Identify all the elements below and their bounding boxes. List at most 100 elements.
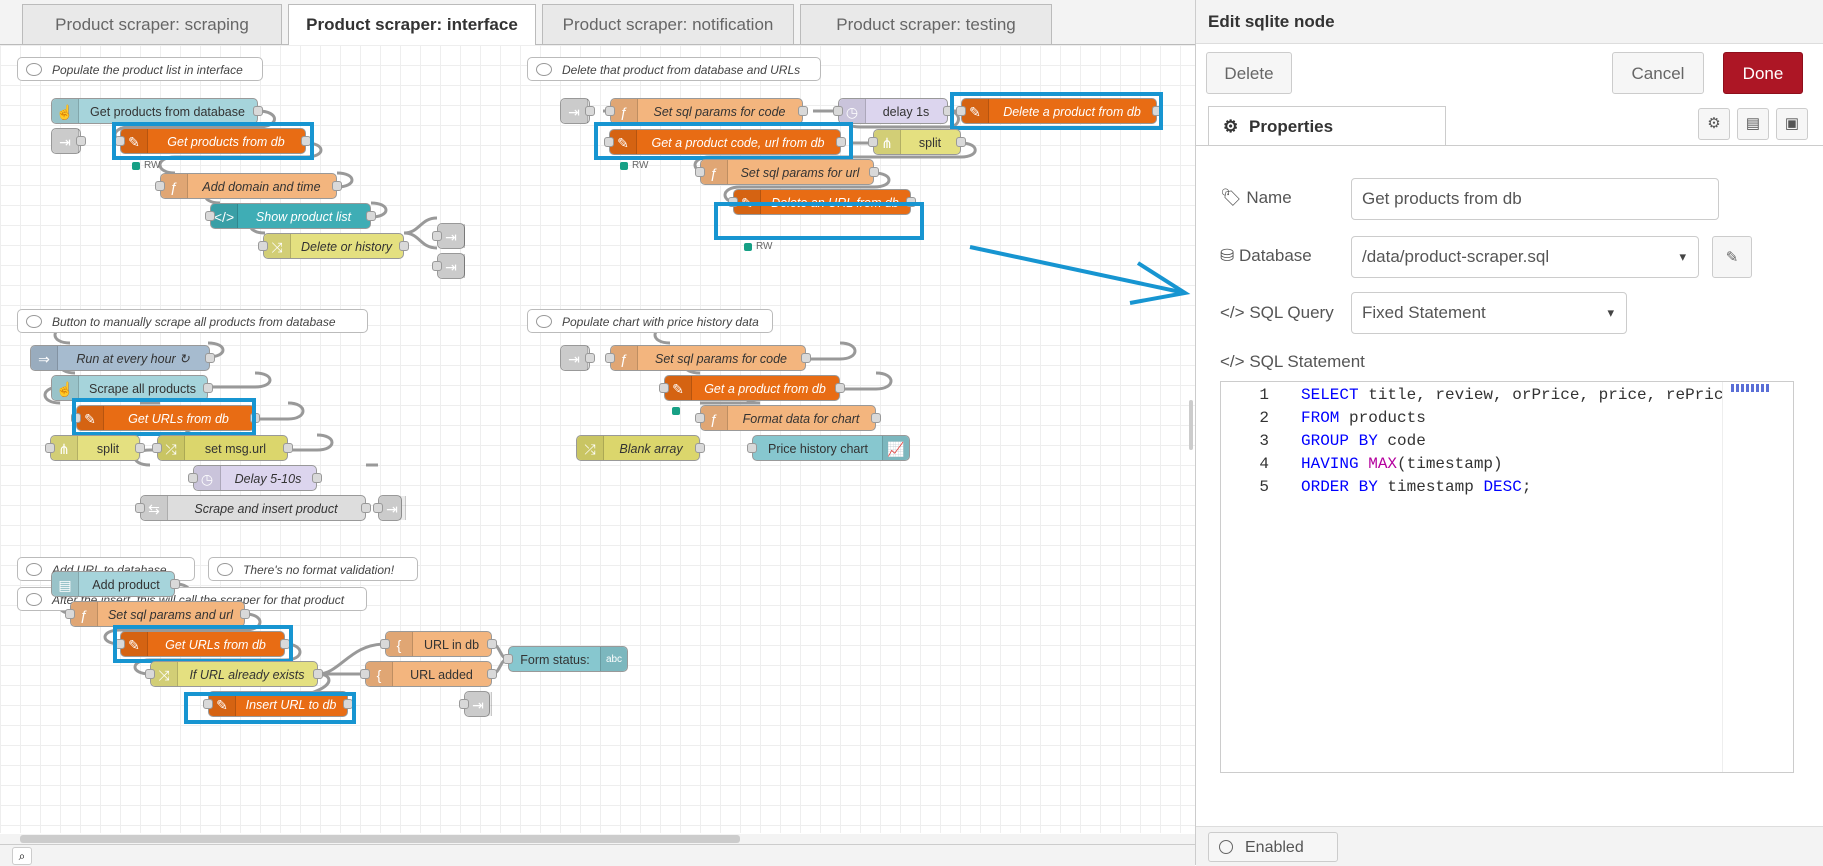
node-delete-product-from-db[interactable]: ✎Delete a product from db: [956, 98, 1162, 124]
node-label: Get products from db: [167, 135, 285, 149]
node-form-status[interactable]: Form status:abc: [503, 646, 628, 672]
sql-text: title, review, orPrice, price, rePric: [1358, 386, 1724, 404]
node-get-urls-db[interactable]: ✎Get URLs from db: [71, 405, 260, 431]
sql-editor[interactable]: 1 2 3 4 5 SELECT title, review, orPrice,…: [1220, 381, 1794, 773]
link-in-icon: ⇥: [561, 99, 588, 123]
node-delay-5-10[interactable]: ◷Delay 5-10s: [188, 465, 322, 491]
node-get-code-url[interactable]: ✎Get a product code, url from db: [604, 129, 846, 155]
form-icon: ▤: [52, 572, 79, 596]
comment-text: Populate chart with price history data: [562, 315, 759, 329]
scrollbar-thumb[interactable]: [20, 835, 740, 843]
comment-price-chart[interactable]: Populate chart with price history data: [527, 309, 773, 333]
enabled-toggle[interactable]: Enabled: [1208, 832, 1338, 862]
name-label-text: Name: [1246, 188, 1292, 207]
node-link-out-4[interactable]: ⇥: [459, 691, 492, 717]
node-price-history-chart[interactable]: Price history chart📈: [747, 435, 910, 461]
code-line: ORDER BY timestamp DESC;: [1301, 478, 1531, 496]
node-split-a[interactable]: ⋔split: [868, 129, 966, 155]
node-get-urls-db-2[interactable]: ✎Get URLs from db: [115, 631, 290, 657]
node-scrape-all[interactable]: ☝Scrape all products: [51, 375, 213, 401]
node-link-out-1[interactable]: ⇥: [432, 223, 465, 249]
edit-pencil-icon[interactable]: ✎: [1712, 236, 1752, 278]
sqlite-feather-icon: ✎: [962, 99, 989, 123]
settings-gear-icon[interactable]: ⚙: [1698, 108, 1730, 140]
editor-minimap[interactable]: [1722, 382, 1793, 772]
template-icon: </>: [211, 204, 238, 228]
node-link-in-2[interactable]: ⇥: [560, 98, 595, 124]
description-icon[interactable]: ▤: [1737, 108, 1769, 140]
appearance-icon[interactable]: ▣: [1776, 108, 1808, 140]
flow-workspace[interactable]: Populate the product list in interface ☝…: [0, 45, 1195, 833]
tray-resize-handle[interactable]: [1189, 400, 1193, 450]
done-button[interactable]: Done: [1723, 52, 1803, 94]
sql-keyword: FROM: [1301, 409, 1340, 427]
pointer-arrow: [969, 245, 1191, 305]
status-text: RW: [756, 241, 773, 252]
node-delay-1s[interactable]: ◷delay 1s: [833, 98, 953, 124]
tray-title: Edit sqlite node: [1196, 0, 1823, 44]
search-icon[interactable]: ⌕: [12, 847, 32, 865]
node-url-added[interactable]: {URL added: [360, 661, 497, 687]
node-add-product[interactable]: ▤Add product: [51, 571, 180, 597]
node-blank-array[interactable]: ⤮Blank array: [576, 435, 705, 461]
comment-no-validation[interactable]: There's no format validation!: [208, 557, 418, 581]
node-label: Set sql params and url: [107, 608, 234, 622]
node-scrape-insert[interactable]: ⇆Scrape and insert product: [135, 495, 371, 521]
tab-properties[interactable]: ⚙ Properties: [1208, 106, 1446, 146]
comment-text: Populate the product list in interface: [52, 63, 243, 77]
delete-button[interactable]: Delete: [1206, 52, 1292, 94]
comment-delete-product[interactable]: Delete that product from database and UR…: [527, 57, 821, 81]
database-select[interactable]: /data/product-scraper.sql▾: [1351, 236, 1699, 278]
tray-footer: Enabled: [1196, 826, 1823, 866]
comment-populate-list[interactable]: Populate the product list in interface: [17, 57, 263, 81]
sql-text: code: [1377, 432, 1426, 450]
node-show-product-list[interactable]: </>Show product list: [205, 203, 376, 229]
node-if-url-exists[interactable]: ⤨If URL already exists: [145, 661, 323, 687]
tab-notification[interactable]: Product scraper: notification: [542, 4, 794, 44]
sql-query-select[interactable]: Fixed Statement ▾: [1351, 292, 1627, 334]
node-set-msg-url[interactable]: ⤮set msg.url: [152, 435, 293, 461]
name-field[interactable]: Get products from db: [1351, 178, 1719, 220]
chart-icon: 📈: [882, 436, 909, 460]
node-label: delay 1s: [882, 105, 930, 119]
horizontal-scrollbar[interactable]: [0, 834, 1195, 844]
circle-icon: [1219, 840, 1233, 854]
chevron-down-icon: ▾: [1679, 249, 1686, 264]
tab-interface[interactable]: Product scraper: interface: [288, 4, 536, 45]
node-get-product-db[interactable]: ✎Get a product from db: [659, 375, 845, 401]
node-url-in-db[interactable]: {URL in db: [380, 631, 497, 657]
database-label-text: Database: [1238, 246, 1312, 265]
node-get-products-from-db[interactable]: ✎Get products from db: [115, 128, 311, 154]
status-indicator: [744, 243, 752, 251]
node-link-out-2[interactable]: ⇥: [432, 253, 465, 279]
cancel-button[interactable]: Cancel: [1612, 52, 1704, 94]
node-link-out-3[interactable]: ⇥: [373, 495, 406, 521]
node-get-products-from-database[interactable]: ☝Get products from database: [51, 98, 263, 124]
node-label: split: [96, 442, 120, 456]
highlight-box: [950, 92, 1163, 130]
sql-query-value: Fixed Statement: [1362, 303, 1486, 322]
node-link-in-3[interactable]: ⇥: [560, 345, 595, 371]
dashboard-button-icon: ☝: [52, 99, 79, 123]
tab-scraping[interactable]: Product scraper: scraping: [22, 4, 282, 44]
node-label: URL in db: [423, 638, 480, 652]
sql-keyword: GROUP BY: [1301, 432, 1378, 450]
comment-manual-scrape[interactable]: Button to manually scrape all products f…: [17, 309, 368, 333]
highlight-box: [113, 625, 293, 663]
line-number: 1: [1259, 386, 1269, 404]
node-delete-or-history[interactable]: ⤨Delete or history: [258, 233, 409, 259]
node-run-hourly[interactable]: ⇒Run at every hour ↻: [30, 345, 215, 371]
node-split-b[interactable]: ⋔split: [45, 435, 145, 461]
split-icon: ⋔: [874, 130, 901, 154]
node-link-in[interactable]: ⇥: [51, 128, 86, 154]
chevron-down-icon: ▾: [1607, 305, 1614, 320]
node-label: Delete or history: [300, 240, 392, 254]
tab-testing[interactable]: Product scraper: testing: [800, 4, 1052, 44]
status-indicator: [132, 162, 140, 170]
